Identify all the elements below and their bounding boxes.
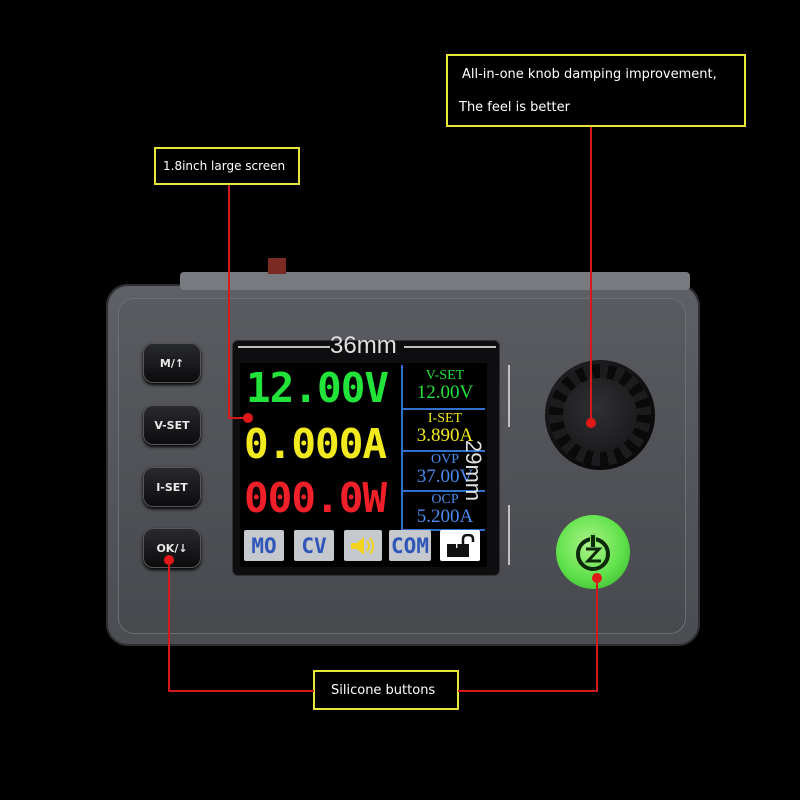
vset-value: 12.00V [416,382,474,403]
screen-leader-dot [243,413,253,423]
speaker-icon [344,530,382,561]
iset-button[interactable]: I-SET [143,467,201,507]
divider-3 [403,490,485,492]
vset-button[interactable]: V-SET [143,405,201,445]
status-mode: MO [244,530,284,561]
ocp-panel: OCP 5.200A [403,492,487,527]
screen-leader-v [228,185,230,418]
vset-label: V-SET [425,368,465,383]
knob-callout: All-in-one knob damping improvement, The… [446,54,746,127]
current-readout: 0.000A [244,420,387,468]
width-line-left [238,346,330,348]
ovp-value: 37.00V [416,466,474,487]
buttons-callout: Silicone buttons [313,670,459,710]
width-line-right [404,346,496,348]
buttons-leader-h [168,690,314,692]
status-com: COM [389,530,431,561]
iset-label: I-SET [427,411,463,426]
knob-cap [563,378,637,452]
status-cv: CV [294,530,334,561]
screen-leader-h [228,417,248,419]
mode-up-button[interactable]: M/↑ [143,343,201,383]
power-leader-h [458,690,598,692]
width-dimension: 36mm [330,332,397,359]
top-connector [268,258,286,274]
height-line-top [508,365,510,427]
iset-value: 3.890A [416,425,474,446]
lock-label: T [454,541,460,551]
divider-2 [403,450,485,452]
voltage-readout: 12.00V [246,364,389,412]
buttons-callout-text: Silicone buttons [331,683,436,698]
screen-callout-text: 1.8inch large screen [163,159,286,173]
iset-panel: I-SET 3.890A [403,411,487,446]
lock-icon: T [440,530,480,561]
top-clip [180,272,690,290]
power-icon [576,533,610,571]
ocp-label: OCP [431,492,459,507]
screen-callout: 1.8inch large screen [154,147,300,185]
buttons-leader-v [168,560,170,692]
knob-callout-line1: All-in-one knob damping improvement, [462,67,717,82]
buttons-leader-dot [164,555,174,565]
divider-1 [403,408,485,410]
knob-callout-line2: The feel is better [459,100,570,115]
knob-leader-dot [586,418,596,428]
screen-divider [401,365,403,530]
power-leader-dot [592,573,602,583]
knob-leader-v [590,127,592,423]
ovp-label: OVP [430,452,459,467]
height-dimension: 29mm [461,440,486,502]
height-line-bottom [508,505,510,565]
vset-panel: V-SET 12.00V [403,368,487,403]
power-leader-v [596,578,598,692]
ocp-value: 5.200A [416,506,474,527]
power-readout: 000.0W [244,474,387,522]
ovp-panel: OVP 37.00V [403,452,487,487]
